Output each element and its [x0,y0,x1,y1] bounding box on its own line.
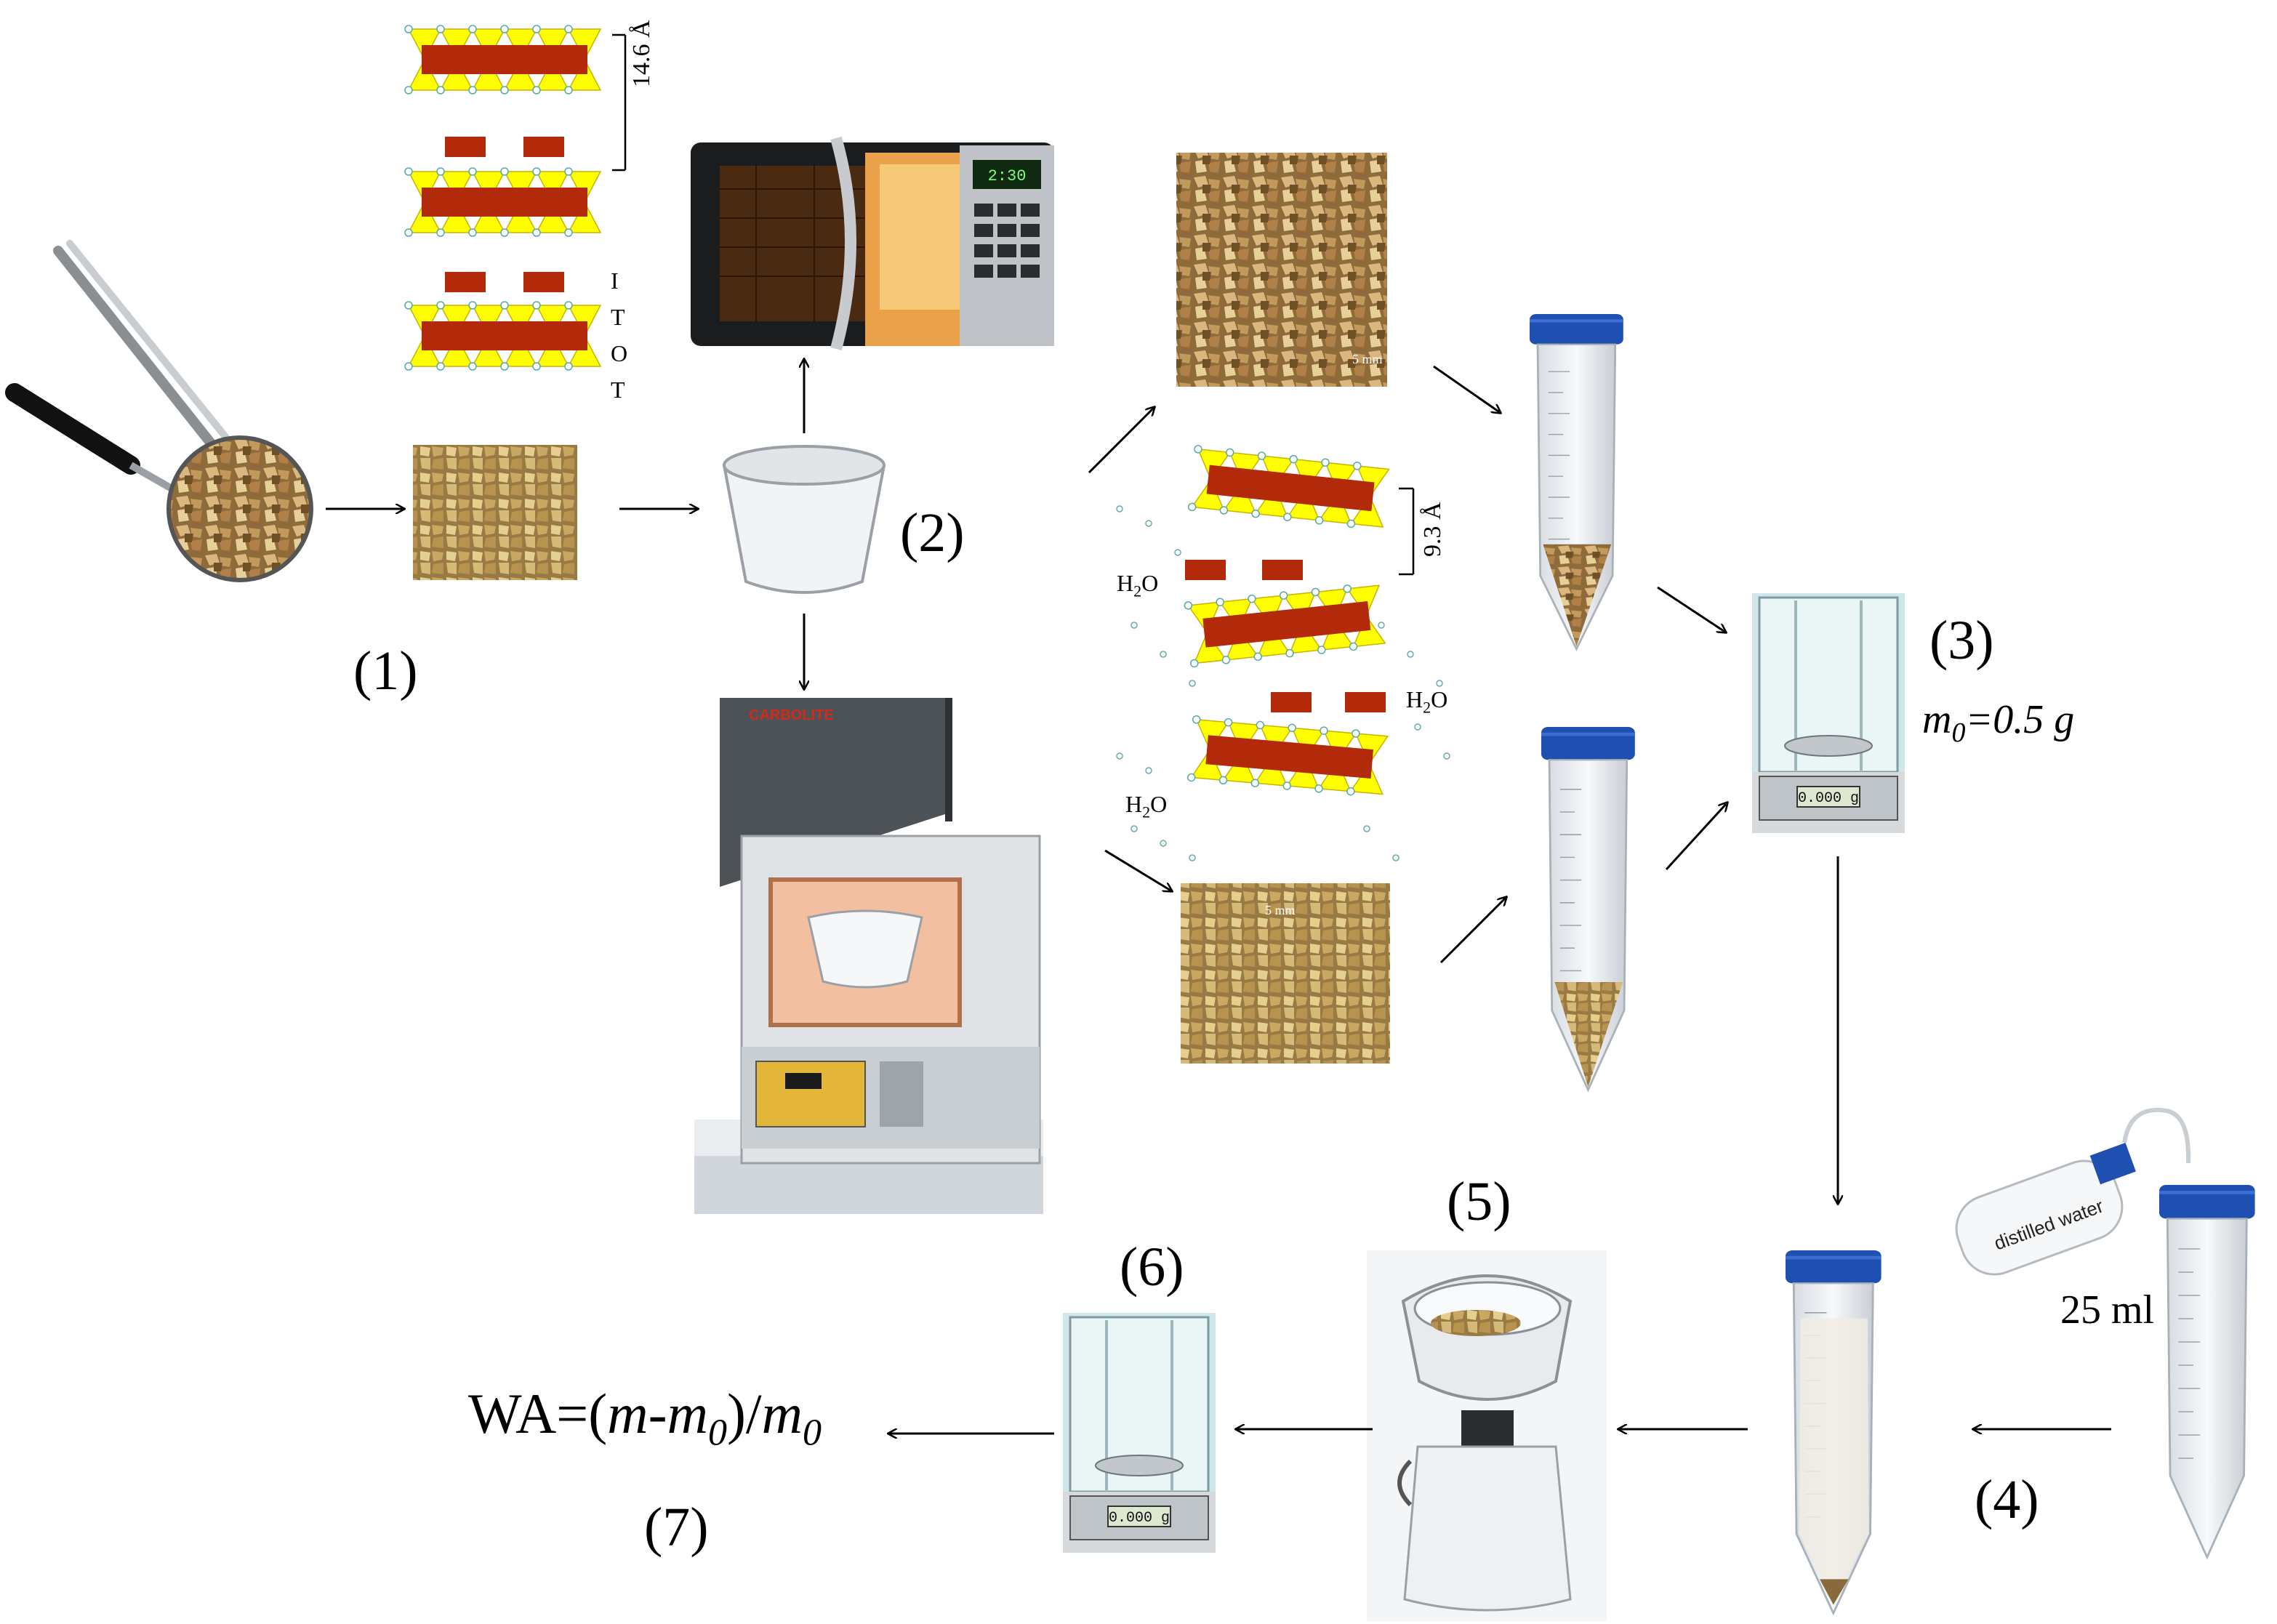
centrifuge-tube-icon [1784,1249,1883,1615]
balance-display: 0.000 g [1798,790,1859,807]
water-molecule [1116,752,1123,760]
wash-bottle-icon: distilled water [1955,1108,2191,1276]
tetrahedron [567,334,602,367]
octahedral-sheet [422,188,587,217]
interlayer-cation [1185,560,1226,580]
water-molecule [1436,680,1443,687]
scale-bar-label-top: 5 mm [1352,352,1383,366]
tetrahedron [535,28,570,61]
water-molecule [1392,854,1399,861]
tetrahedron [567,58,602,91]
water-molecule [1131,825,1138,832]
furnace-brand-label: CARBOLITE [749,707,834,723]
microwave-icon: 2:30 [691,136,1054,351]
tetrahedron [471,58,506,91]
centrifuge-tube-icon [1540,725,1637,1091]
arrow [1439,897,1506,964]
tetrahedron [535,201,570,233]
tetrahedron [439,305,474,337]
water-molecule [1145,767,1152,774]
scale-bar-label-bottom: 5 mm [1265,903,1296,917]
tetrahedron [407,28,442,61]
tetrahedron [503,201,538,233]
arrow [1665,803,1727,871]
tetrahedron [471,305,506,337]
centrifuge-tube-icon [1528,313,1625,651]
tetrahedron [503,334,538,367]
tetrahedron [535,171,570,204]
arrow [1104,849,1172,891]
octahedral-sheet [1202,601,1371,648]
interlayer-cation [523,272,564,292]
tetrahedron [407,171,442,204]
tetrahedron [439,171,474,204]
tetrahedron [567,28,602,61]
water-molecule [1160,840,1167,847]
flow-arrows [326,359,2111,1434]
water-dots [1116,505,1450,861]
tetrahedron [439,201,474,233]
tetrahedron [471,28,506,61]
tetrahedron [503,305,538,337]
arrow [1433,365,1501,413]
octahedral-sheet [1205,735,1374,779]
tweezers-icon [53,240,257,485]
tetrahedron [535,305,570,337]
tetrahedron [535,334,570,367]
water-molecule [1407,651,1414,658]
arrow [1657,586,1726,632]
microwave-display: 2:30 [988,167,1027,185]
water-molecule [1160,651,1167,658]
tetrahedron [503,28,538,61]
water-molecule [1378,622,1385,629]
water-molecule [1189,854,1196,861]
structure-mid [1184,445,1390,796]
tetrahedron [439,28,474,61]
crucible-icon [722,445,886,594]
water-molecule [1174,549,1181,556]
tetrahedron [407,201,442,233]
vermiculite-heated-photo [1181,883,1390,1064]
balance-display: 0.000 g [1109,1510,1170,1527]
interlayer-cation [445,137,486,157]
interlayer-cation [445,272,486,292]
tetrahedron [407,334,442,367]
filter-funnel-icon [1367,1250,1607,1621]
tetrahedron [503,171,538,204]
interlayer-cation [1262,560,1303,580]
tetrahedron [471,171,506,204]
vermiculite-raw-photo [413,445,577,580]
water-molecule [1131,622,1138,629]
tetrahedron [567,201,602,233]
tetrahedron [471,201,506,233]
interlayer-cation [523,137,564,157]
furnace-icon: CARBOLITE [694,698,1043,1214]
interlayer-cation [1345,692,1386,712]
tetrahedron [471,334,506,367]
tetrahedron [535,58,570,91]
arrow [1088,407,1154,474]
octahedral-sheet [422,45,587,74]
tetrahedron [503,58,538,91]
interlayer-cation [1271,692,1312,712]
water-molecule [1414,723,1421,731]
octahedral-sheet [1206,465,1375,512]
water-molecule [1116,505,1123,512]
water-molecule [1189,680,1196,687]
structure-top [404,25,602,371]
tetrahedron [439,334,474,367]
tetrahedron [407,58,442,91]
water-molecule [1363,825,1370,832]
tetrahedron [567,171,602,204]
water-molecule [1443,752,1450,760]
tetrahedron [567,305,602,337]
octahedral-sheet [422,321,587,350]
water-molecule [1145,520,1152,527]
centrifuge-tube-icon [2158,1183,2257,1559]
magnifier-icon [5,383,313,582]
vermiculite-expanded-photo [1176,153,1387,387]
tetrahedron [407,305,442,337]
tetrahedron [439,58,474,91]
